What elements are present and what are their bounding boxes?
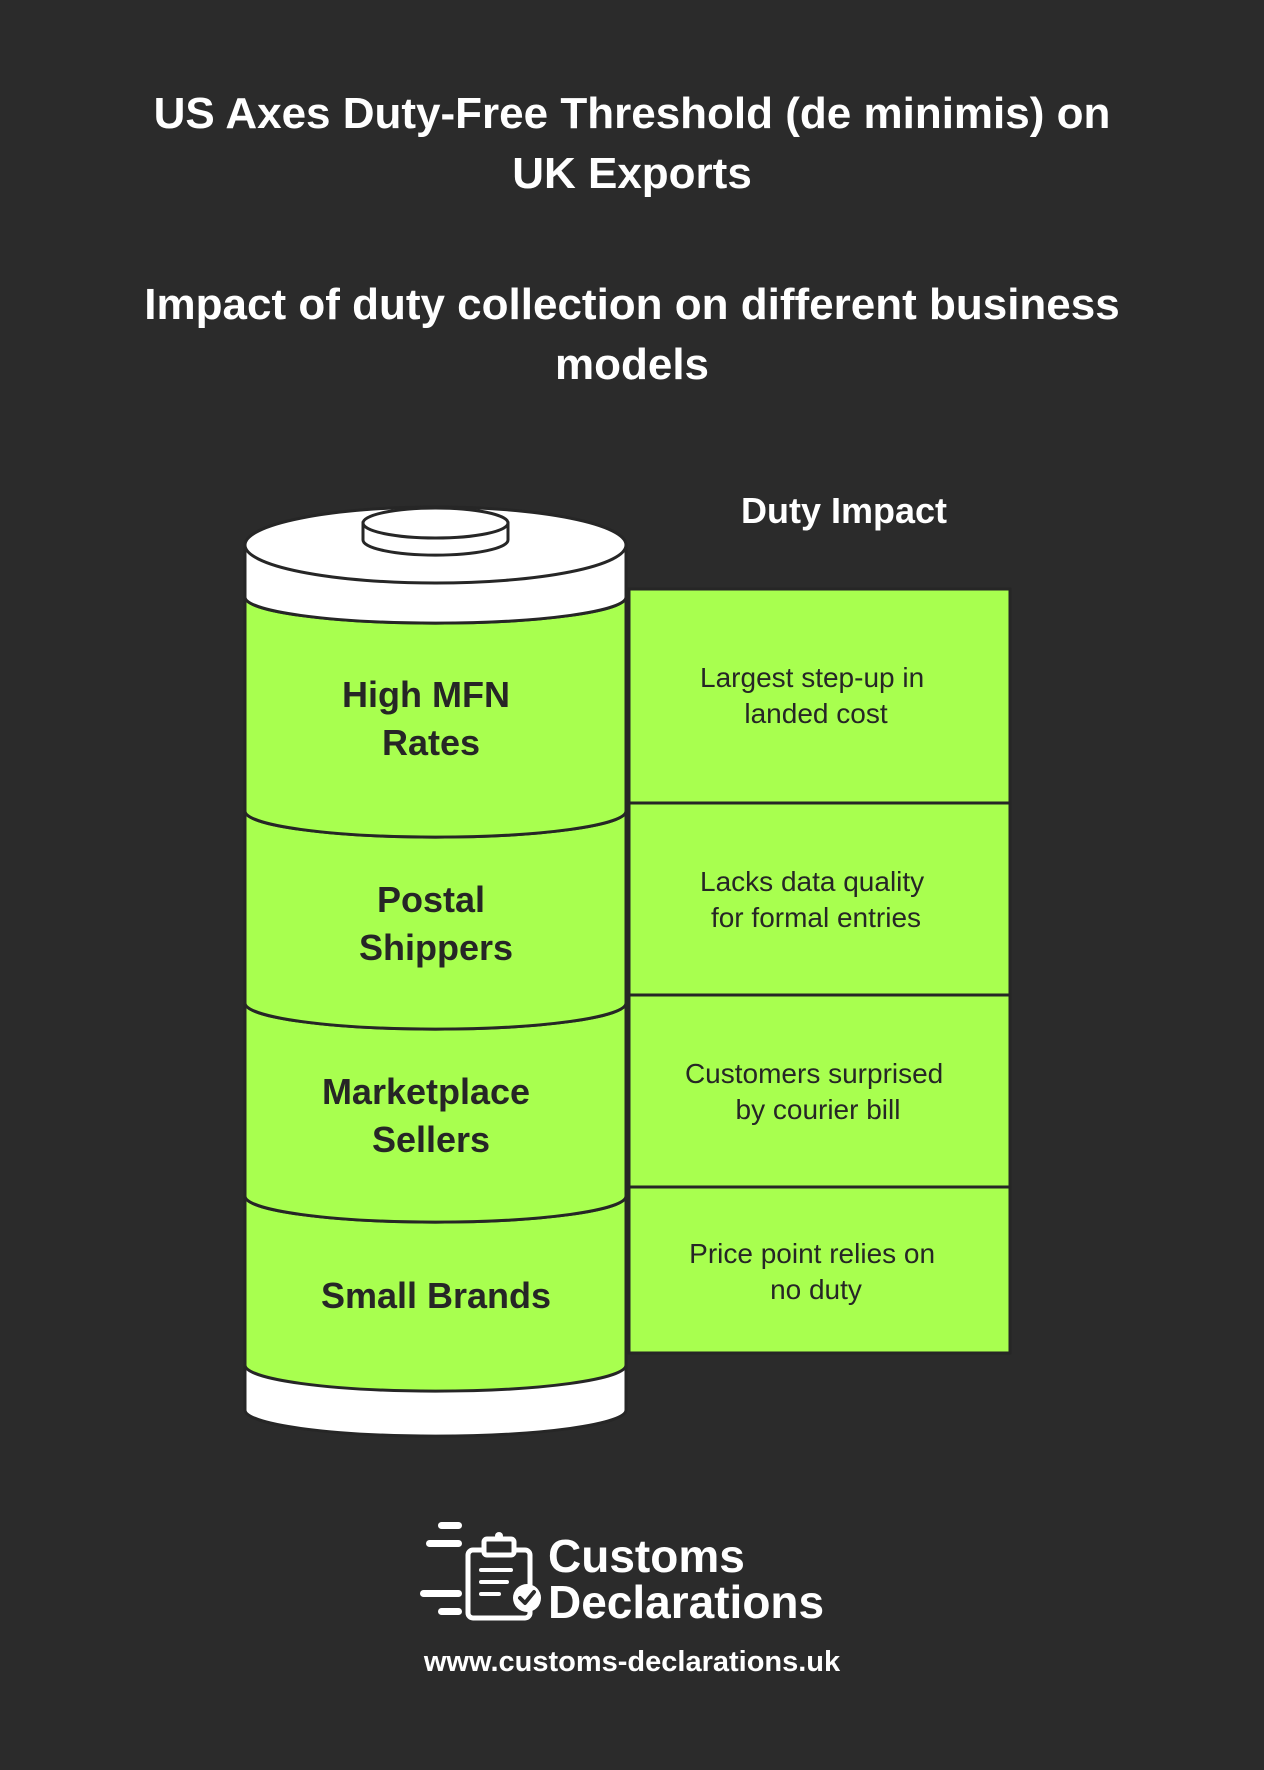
brand-name-line1: Customs [548, 1530, 745, 1582]
impact-text-2: Lacks data quality for formal entries [700, 866, 932, 933]
impact-box-1 [627, 587, 1012, 805]
duty-impact-header: Duty Impact [740, 490, 948, 531]
page-subtitle: Impact of duty collection on different b… [144, 280, 1120, 389]
segment-label-2: Postal Shippers [359, 879, 513, 968]
cylinder-segment-1 [243, 596, 628, 839]
impact-text-3: Customers surprised by courier bill [685, 1058, 951, 1125]
cylinder-segment-2 [243, 810, 628, 1031]
impact-box-2 [627, 801, 1012, 997]
segment-label-1: High MFN Rates [342, 674, 520, 763]
clipboard-check-icon [420, 1522, 541, 1621]
cylinder-terminal-top [361, 506, 510, 540]
segment-label-4: Small Brands [321, 1275, 551, 1316]
impact-panels [627, 587, 1012, 1355]
impact-box-3 [627, 993, 1012, 1189]
segment-label-3: Marketplace Sellers [322, 1071, 540, 1160]
page-title: US Axes Duty-Free Threshold (de minimis)… [153, 89, 1111, 198]
brand-url: www.customs-declarations.uk [423, 1646, 841, 1678]
impact-text-4: Price point relies on no duty [689, 1238, 943, 1305]
brand-name-line2: Declarations [548, 1576, 824, 1628]
impact-box-4 [627, 1185, 1012, 1355]
cylinder-segment-3 [243, 1002, 628, 1224]
impact-text-1: Largest step-up in landed cost [700, 662, 932, 729]
